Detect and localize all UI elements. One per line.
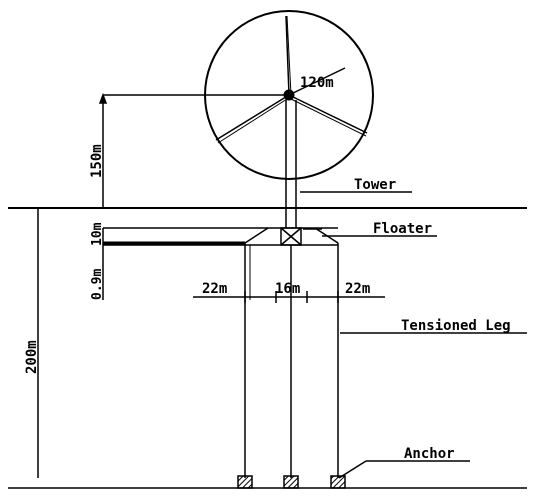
draft-gap-label: 0.9m [90, 269, 105, 300]
anchor-label: Anchor [404, 446, 455, 462]
span-left-label: 22m [202, 281, 227, 297]
anchor-left [237, 475, 253, 489]
water-depth-dimension [33, 207, 43, 478]
hub-height-label: 150m [89, 144, 105, 178]
floater-label: Floater [373, 221, 432, 237]
blade-up [285, 15, 290, 96]
anchor-leader [338, 460, 367, 479]
blade-right-edge [290, 98, 367, 137]
floater [102, 227, 339, 246]
tensioned-legs [244, 243, 339, 478]
anchor-right [330, 475, 346, 489]
rotor-dim-line [288, 67, 346, 96]
tower [285, 100, 297, 228]
tower-label: Tower [354, 177, 396, 193]
span-right-label: 22m [345, 281, 370, 297]
span-center-label: 16m [275, 281, 300, 297]
leader-lines [300, 191, 527, 479]
floater-height-label: 10m [90, 222, 105, 246]
span-dimension [193, 291, 385, 303]
water-depth-label: 200m [24, 340, 40, 374]
anchors [237, 475, 346, 489]
blade-left [215, 94, 290, 141]
anchor-center [283, 475, 299, 489]
blade-up-edge [286, 15, 292, 96]
rotor [204, 10, 374, 180]
blade-left-edge [217, 98, 288, 144]
hub-height-dimension [98, 92, 289, 208]
blade-right [288, 94, 368, 134]
rotor-diameter-label: 120m [300, 75, 334, 91]
tensioned-leg-label: Tensioned Leg [401, 318, 511, 334]
